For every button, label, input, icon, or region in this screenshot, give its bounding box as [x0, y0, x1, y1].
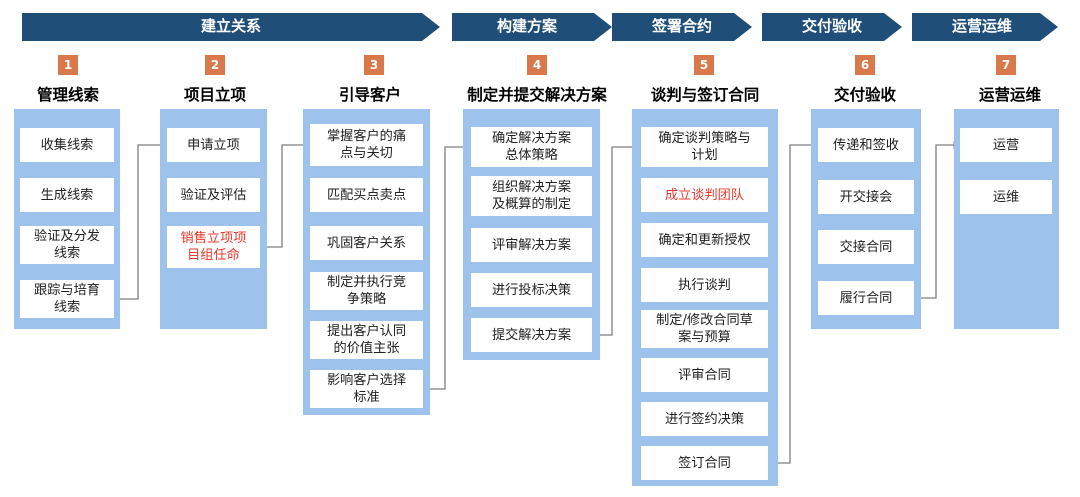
- step-item: 评审解决方案: [471, 228, 592, 262]
- step-item: 影响客户选择 标准: [310, 370, 423, 408]
- step-connector-arrow: [423, 143, 473, 390]
- step-item-label: 验证及分发 线索: [34, 229, 100, 261]
- step-item: 运营: [960, 128, 1052, 162]
- step-item-label: 确定谈判策略与 计划: [658, 131, 751, 163]
- step-connector-arrow: [914, 141, 962, 299]
- step-title: 管理线索: [36, 86, 99, 104]
- step-item: 跟踪与培育 线索: [20, 280, 114, 318]
- step-item: 巩固客户关系: [310, 226, 423, 260]
- step-item-label: 进行签约决策: [664, 411, 745, 427]
- step-item-label: 跟踪与培育 线索: [34, 283, 100, 315]
- step-item-label: 履行合同: [839, 290, 893, 306]
- step-item-label: 评审合同: [678, 367, 731, 383]
- step-item: 制定/修改合同草 案与预算: [641, 310, 768, 348]
- step-number-badge: 6: [855, 55, 875, 75]
- step-title: 谈判与签订合同: [650, 86, 760, 104]
- step-item: 确定谈判策略与 计划: [641, 127, 768, 167]
- step-item-label: 运营: [992, 137, 1020, 153]
- step-item: 生成线索: [20, 178, 114, 212]
- step-item: 运维: [960, 180, 1052, 214]
- step-title: 交付验收: [833, 86, 896, 104]
- step-number-badge: 4: [527, 55, 547, 75]
- step-number-badge: 1: [58, 55, 78, 75]
- step-item-highlighted: 销售立项项 目组任命: [167, 226, 260, 268]
- step-item-label: 掌握客户的痛 点与关切: [326, 129, 407, 161]
- step-item: 履行合同: [818, 281, 914, 315]
- step-item-label: 交接合同: [839, 239, 893, 255]
- step-item-label: 提交解决方案: [491, 327, 572, 343]
- step-item: 交接合同: [818, 230, 914, 264]
- step-item-label: 组织解决方案 及概算的制定: [491, 180, 572, 212]
- step-item: 签订合同: [641, 446, 768, 480]
- step-title: 制定并提交解决方案: [467, 86, 607, 104]
- step-item: 申请立项: [167, 128, 260, 162]
- step-item-label: 申请立项: [187, 137, 240, 153]
- step-item: 组织解决方案 及概算的制定: [471, 176, 592, 216]
- step-item: 提出客户认同 的价值主张: [310, 321, 423, 359]
- step-item: 提交解决方案: [471, 318, 592, 352]
- step-item-label: 生成线索: [40, 187, 94, 203]
- step-item: 制定并执行竞 争策略: [310, 272, 423, 310]
- step-item: 执行谈判: [641, 268, 768, 302]
- step-item-label: 提出客户认同 的价值主张: [326, 324, 407, 356]
- step-number-badge: 3: [364, 55, 384, 75]
- step-item-label: 制定/修改合同草 案与预算: [656, 313, 753, 345]
- step-connector-arrow: [768, 141, 820, 464]
- step-item-label: 进行投标决策: [491, 282, 572, 298]
- step-item: 进行投标决策: [471, 273, 592, 307]
- step-number-badge: 7: [996, 55, 1016, 75]
- step-title: 项目立项: [183, 86, 246, 104]
- step-number-badge: 2: [205, 55, 225, 75]
- step-item-label: 确定解决方案 总体策略: [491, 131, 572, 163]
- step-item: 确定解决方案 总体策略: [471, 127, 592, 167]
- step-item-label: 收集线索: [40, 137, 94, 153]
- step-item: 确定和更新授权: [641, 223, 768, 257]
- phase-banner-build-relationship: [22, 13, 440, 41]
- step-connector-arrow: [260, 141, 312, 248]
- step-item: 验证及评估: [167, 178, 260, 212]
- step-item: 开交接会: [818, 180, 914, 214]
- step-item: 验证及分发 线索: [20, 226, 114, 264]
- phase-label-build-relationship: 建立关系: [200, 17, 261, 35]
- phase-banner-sign-contract: [612, 13, 752, 41]
- step-connector-arrow: [114, 141, 169, 300]
- step-item-label: 成立谈判团队: [664, 187, 745, 203]
- step-item-label: 开交接会: [839, 189, 893, 205]
- step-item-highlighted: 成立谈判团队: [641, 178, 768, 212]
- step-item-label: 巩固客户关系: [326, 235, 407, 251]
- phase-label-sign-contract: 签署合约: [651, 17, 712, 35]
- phase-label-operation: 运营运维: [951, 17, 1012, 35]
- step-item: 评审合同: [641, 358, 768, 392]
- step-connector-arrow: [592, 143, 643, 336]
- step-item: 匹配买点卖点: [310, 178, 423, 212]
- step-item-label: 确定和更新授权: [658, 232, 751, 248]
- step-item-label: 执行谈判: [678, 277, 731, 293]
- step-item-label: 匹配买点卖点: [326, 187, 407, 203]
- step-item-label: 评审解决方案: [491, 237, 572, 253]
- step-item-label: 传递和签收: [833, 137, 899, 153]
- step-item-label: 销售立项项 目组任命: [180, 231, 247, 263]
- step-title: 引导客户: [338, 86, 401, 104]
- step-item-label: 验证及评估: [180, 187, 247, 203]
- phase-label-delivery-acceptance: 交付验收: [801, 17, 862, 35]
- phase-banner-delivery-acceptance: [762, 13, 902, 41]
- step-item-label: 制定并执行竞 争策略: [326, 275, 407, 307]
- phase-label-build-solution: 构建方案: [496, 17, 557, 35]
- phase-banner-build-solution: [452, 13, 612, 41]
- step-title: 运营运维: [978, 86, 1041, 104]
- step-item-label: 签订合同: [678, 455, 731, 471]
- step-item: 收集线索: [20, 128, 114, 162]
- step-item-label: 运维: [992, 189, 1020, 205]
- step-item: 传递和签收: [818, 128, 914, 162]
- step-item-label: 影响客户选择 标准: [326, 373, 407, 405]
- step-item: 进行签约决策: [641, 402, 768, 436]
- step-number-badge: 5: [694, 55, 714, 75]
- step-item: 掌握客户的痛 点与关切: [310, 124, 423, 166]
- phase-banner-operation: [912, 13, 1058, 41]
